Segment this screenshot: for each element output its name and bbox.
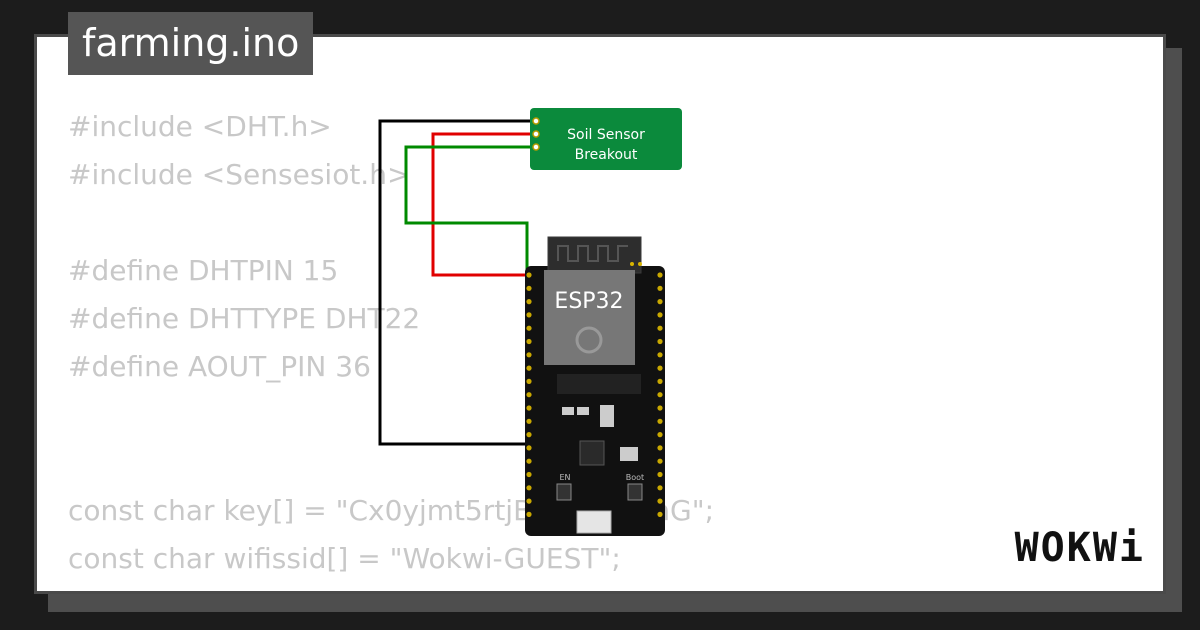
header-pin [657, 432, 663, 438]
header-pin [657, 352, 663, 358]
boot-label: Boot [626, 473, 644, 482]
project-title: farming.ino [68, 12, 314, 75]
code-line: #define AOUT_PIN 36 [68, 350, 371, 383]
esp32-board: ESP32 EN Boot [525, 236, 665, 536]
header-pin [526, 325, 532, 331]
header-pin [657, 485, 663, 491]
code-line: #define DHTTYPE DHT22 [68, 302, 421, 335]
en-label: EN [559, 473, 570, 482]
header-pin [657, 272, 663, 278]
soil-sensor-breakout: Soil Sensor Breakout [530, 108, 682, 170]
preview-card: #include <DHT.h> #include <Sensesiot.h> … [34, 34, 1166, 594]
code-line: #define DHTPIN 15 [68, 254, 339, 287]
code-line: const char wifipw[] = ""; [68, 583, 714, 591]
header-pin [657, 325, 663, 331]
header-pin [526, 392, 532, 398]
header-pin [526, 285, 532, 291]
header-pin [657, 445, 663, 451]
header-pin [657, 365, 663, 371]
header-pin [526, 418, 532, 424]
header-pin [526, 485, 532, 491]
code-preview: #include <DHT.h> #include <Sensesiot.h> … [68, 103, 714, 591]
header-pin [657, 418, 663, 424]
header-pin [657, 471, 663, 478]
soil-sensor-label-1: Soil Sensor [567, 127, 645, 143]
circuit-diagram: Soil Sensor Breakout ESP32 EN [378, 108, 682, 536]
header-pin [526, 312, 532, 318]
header-pin [657, 511, 663, 517]
header-pin [657, 378, 663, 384]
code-line: const char wifissid[] = "Wokwi-GUEST"; [68, 542, 621, 575]
header-pin [526, 378, 532, 384]
code-line: #include <Sensesiot.h> [68, 158, 411, 191]
header-pin [657, 498, 663, 504]
header-pin [526, 471, 532, 478]
wokwi-logo: WOKWi [1014, 525, 1145, 571]
header-pin [657, 458, 663, 464]
header-pin [657, 405, 663, 411]
header-pin [526, 272, 532, 278]
header-pin [657, 285, 663, 291]
header-pin [526, 365, 532, 371]
code-line: #include <DHT.h> [68, 110, 332, 143]
header-pin [526, 405, 532, 411]
header-pin [526, 445, 532, 451]
wire-green [404, 145, 530, 289]
wire-red [431, 132, 530, 277]
header-pin [526, 299, 532, 305]
header-pin [526, 338, 532, 345]
header-pin [657, 312, 663, 318]
header-pin [657, 299, 663, 305]
esp32-label: ESP32 [554, 289, 623, 314]
header-pin [657, 338, 663, 345]
header-pin [657, 392, 663, 398]
header-pin [526, 352, 532, 358]
header-pin [526, 498, 532, 504]
header-pin [526, 511, 532, 517]
header-pin [526, 458, 532, 464]
header-pin [526, 432, 532, 438]
soil-sensor-label-2: Breakout [575, 147, 638, 163]
wire-black [378, 119, 530, 446]
